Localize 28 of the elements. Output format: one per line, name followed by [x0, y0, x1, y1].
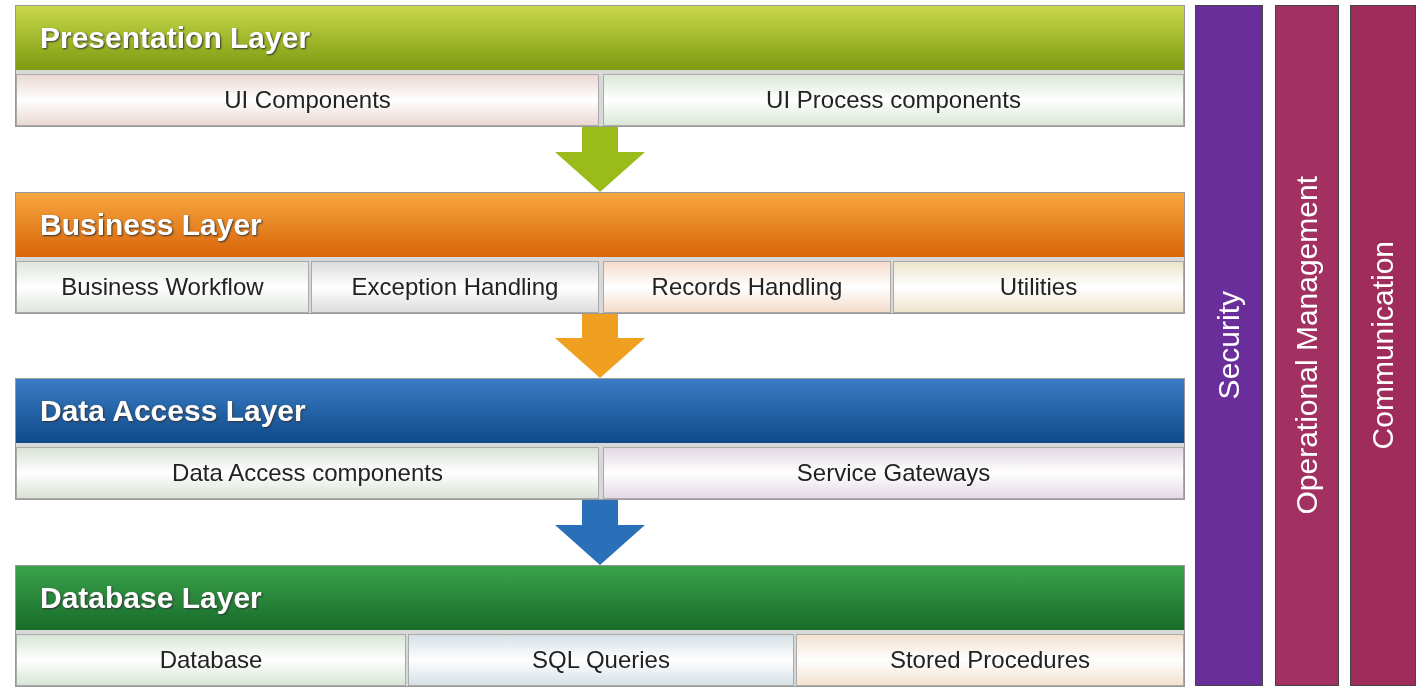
layer-panel [15, 192, 1185, 314]
layer-panel [15, 565, 1185, 687]
component-box: UI Components [16, 74, 599, 126]
vertical-bar [1350, 5, 1416, 686]
layer-title: Business Layer [16, 193, 1184, 257]
bar-label: Communication [1366, 241, 1400, 450]
bar-label: Operational Management [1290, 176, 1324, 515]
block-arrow [555, 314, 645, 378]
component-box: Exception Handling [311, 261, 599, 313]
layer-panel [15, 378, 1185, 500]
component-box: Database [16, 634, 406, 686]
component-box: Business Workflow [16, 261, 309, 313]
component-box: Stored Procedures [796, 634, 1184, 686]
layer-panel [15, 5, 1185, 127]
component-box: Records Handling [603, 261, 891, 313]
vertical-bar [1275, 5, 1339, 686]
component-box: UI Process components [603, 74, 1184, 126]
component-box: Utilities [893, 261, 1184, 313]
block-arrow [555, 500, 645, 565]
component-box: SQL Queries [408, 634, 794, 686]
block-arrow [555, 127, 645, 192]
bar-label: Security [1212, 291, 1246, 400]
component-box: Data Access components [16, 447, 599, 499]
layer-title: Data Access Layer [16, 379, 1184, 443]
layer-title: Database Layer [16, 566, 1184, 630]
layer-title: Presentation Layer [16, 6, 1184, 70]
vertical-bar [1195, 5, 1263, 686]
component-box: Service Gateways [603, 447, 1184, 499]
